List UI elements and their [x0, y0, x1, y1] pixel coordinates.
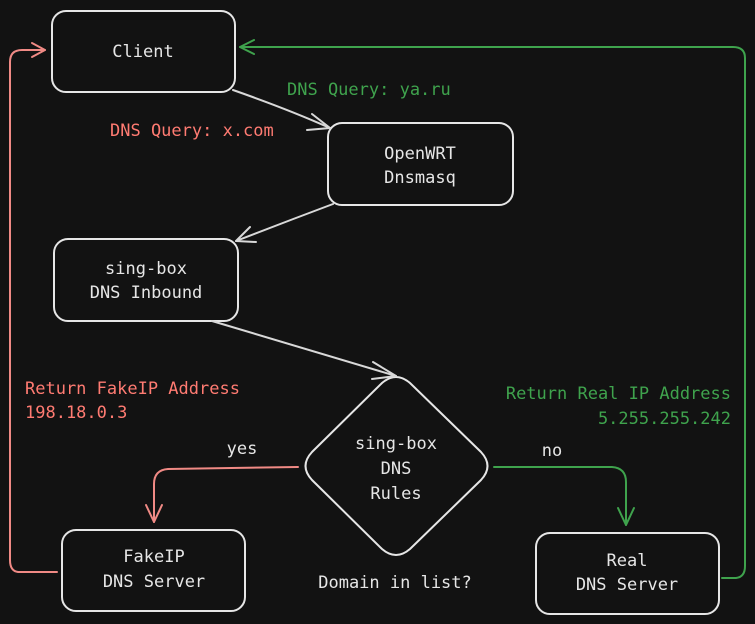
- client-node: Client: [51, 10, 236, 93]
- arrow-rules-to-real-no: [493, 466, 635, 526]
- singbox-inbound-node: sing-box DNS Inbound: [53, 238, 239, 322]
- dns-query-x-label: DNS Query: x.com: [110, 121, 274, 141]
- fakeip-label-line1: FakeIP: [123, 547, 184, 567]
- no-branch-label: no: [542, 441, 562, 461]
- client-label: Client: [112, 42, 173, 62]
- openwrt-node: OpenWRT Dnsmasq: [327, 122, 514, 206]
- singbox-inbound-label-line2: DNS Inbound: [90, 283, 203, 303]
- openwrt-label-line2: Dnsmasq: [384, 168, 456, 188]
- fakeip-label-line2: DNS Server: [103, 572, 205, 592]
- return-real-label-line2: 5.255.255.242: [598, 409, 731, 429]
- rules-label-line3: Rules: [370, 484, 421, 504]
- arrow-rules-to-fakeip-yes: [145, 466, 299, 523]
- domain-question-label: Domain in list?: [318, 573, 472, 593]
- arrow-fakeip-return-to-client: [9, 42, 58, 573]
- openwrt-label-line1: OpenWRT: [384, 144, 456, 164]
- return-fakeip-label-line2: 198.18.0.3: [25, 403, 127, 423]
- arrow-inbound-to-rules: [211, 320, 397, 380]
- rules-label-line1: sing-box: [355, 434, 437, 454]
- real-dns-server-node: Real DNS Server: [535, 532, 720, 615]
- arrow-real-return-to-client: [239, 39, 746, 579]
- arrow-client-to-openwrt: [232, 89, 331, 131]
- fakeip-dns-server-node: FakeIP DNS Server: [61, 529, 246, 612]
- yes-branch-label: yes: [227, 439, 258, 459]
- singbox-inbound-label-line1: sing-box: [105, 259, 187, 279]
- dns-query-ya-label: DNS Query: ya.ru: [287, 80, 451, 100]
- real-label-line1: Real: [607, 551, 648, 571]
- arrow-openwrt-to-inbound: [235, 203, 334, 243]
- dns-rules-decision: sing-box DNS Rules: [304, 376, 489, 556]
- return-real-label-line1: Return Real IP Address: [506, 384, 731, 404]
- real-label-line2: DNS Server: [576, 575, 678, 595]
- rules-label-line2: DNS: [381, 459, 412, 479]
- return-fakeip-label-line1: Return FakeIP Address: [25, 379, 240, 399]
